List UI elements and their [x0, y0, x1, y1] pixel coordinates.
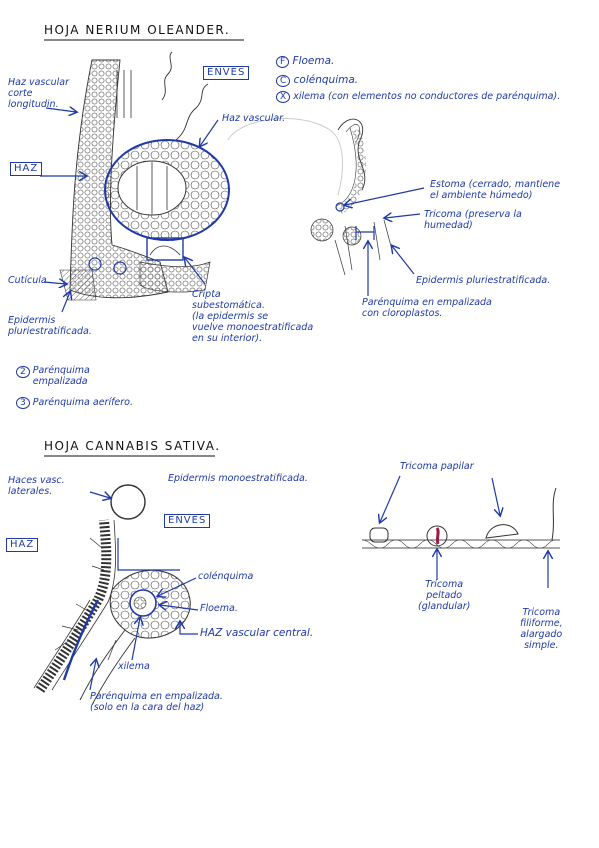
- label-colenquima-2: colénquima: [198, 571, 254, 582]
- leaf1-haz-box: HAZ: [10, 162, 43, 176]
- leaf2-haz-box: HAZ: [6, 538, 39, 552]
- oleander-arrows: [40, 108, 425, 313]
- legend-colenquima: C colénquima.: [276, 74, 359, 87]
- label-haz-vascular-central: HAZ vascular central.: [200, 627, 314, 639]
- label-parenquima-empalizada: Parénquima en empalizada con cloroplasto…: [362, 297, 492, 319]
- leaf1-enves-box: ENVÉS: [203, 66, 250, 80]
- legend-3-text: Parénquima aerífero.: [32, 397, 134, 408]
- leaf2-title: HOJA CANNABIS SATIVA.: [44, 439, 221, 453]
- legend-2: 2 Parénquima empalizada: [16, 365, 90, 388]
- label-tricoma: Tricoma (preserva la humedad): [424, 209, 522, 231]
- legend-mark-x: X: [276, 91, 291, 103]
- cannabis-arrows: [89, 538, 199, 691]
- leaf1-title: HOJA NERIUM OLEANDER.: [44, 23, 231, 37]
- label-tricoma-filiforme: Tricoma filiforme, alargado simple.: [520, 607, 563, 651]
- legend-mark-f: F: [276, 56, 290, 68]
- label-cuticula: Cutícula: [8, 275, 47, 286]
- label-floema-2: Floema.: [200, 603, 238, 614]
- legend-floema: F Floema.: [276, 55, 335, 68]
- label-xilema-2: xilema: [118, 661, 150, 672]
- label-cripta: Cripta subestomática. (la epidermis se v…: [192, 289, 314, 344]
- legend-mark-c: C: [276, 75, 291, 87]
- leaf2-enves-box: ENVÉS: [164, 514, 211, 528]
- legend-2-text: Parénquima empalizada: [32, 365, 90, 387]
- legend-mark-3: 3: [16, 397, 30, 409]
- oleander-section-drawing: [59, 51, 230, 301]
- label-tricoma-peltado: Tricoma peltado (glandular): [418, 579, 471, 612]
- label-epidermis-pluri-right: Epidermis pluriestratificada.: [416, 275, 551, 286]
- legend-xilema: X xilema (con elementos no conductores d…: [276, 91, 576, 103]
- label-estoma: Estoma (cerrado, mantiene el ambiente hú…: [430, 179, 561, 201]
- label-haces-vasc: Haces vasc. laterales.: [8, 475, 65, 497]
- legend-mark-2: 2: [16, 366, 30, 379]
- legend-3: 3 Parénquima aerífero.: [16, 397, 134, 409]
- label-tricoma-papilar: Tricoma papilar: [400, 461, 474, 472]
- label-epidermis-pluri-left: Epidermis pluriestratificada.: [8, 315, 92, 337]
- label-parenquima-2: Parénquima en empalizada. (solo en la ca…: [90, 691, 223, 713]
- label-epidermis-mono: Epidermis monoestratificada.: [168, 473, 308, 484]
- legend-colenquima-text: colénquima.: [293, 74, 359, 86]
- legend-floema-text: Floema.: [292, 55, 335, 67]
- label-haz-vascular: Haz vascular.: [222, 113, 286, 124]
- legend-xilema-text: xilema (con elementos no conductores de …: [293, 91, 561, 102]
- oleander-stoma-zoom: [227, 118, 393, 276]
- cannabis-section-drawing: [33, 484, 191, 706]
- label-haz-vascular-corte: Haz vascular corte longitudin.: [8, 77, 69, 110]
- cannabis-trichome-strip: [361, 475, 560, 588]
